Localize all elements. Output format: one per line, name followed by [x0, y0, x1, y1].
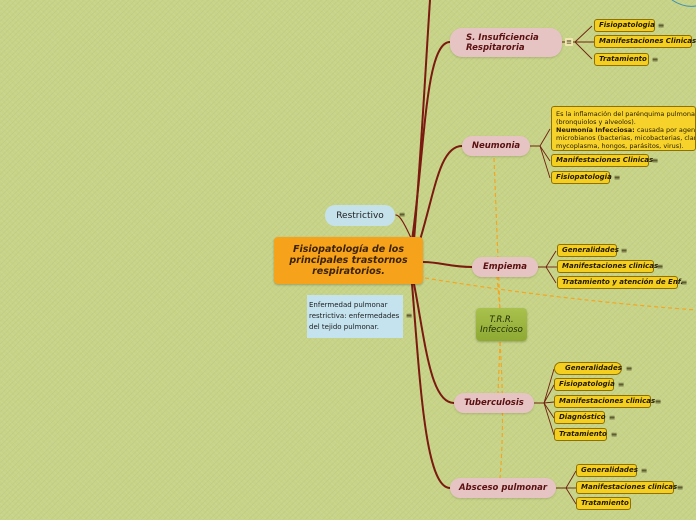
leaf-tuberculosis-diagnostico[interactable]: Diagnóstico [554, 411, 606, 424]
notes-icon[interactable]: ≡ [565, 38, 573, 46]
neumonia-note: Es la inflamación del parénquima pulmona… [551, 106, 696, 151]
notes-icon[interactable]: ≡ [625, 364, 633, 373]
notes-icon[interactable]: ≡ [613, 173, 621, 182]
leaf-insuficiencia-fisiopatologia[interactable]: Fisiopatologia [594, 19, 655, 32]
topic-infeccioso[interactable]: T.R.R. Infeccioso [476, 308, 527, 341]
notes-icon[interactable]: ≡ [610, 430, 618, 439]
dashed-link-empiema [496, 275, 501, 311]
leaf-absceso-generalidades[interactable]: Generalidades [576, 464, 638, 477]
branch-tuberculosis [413, 283, 455, 404]
topic-insuficiencia[interactable]: S. Insuficiencia Respitaroria [450, 28, 562, 57]
leaf-tuberculosis-tratamiento[interactable]: Tratamiento [554, 428, 607, 441]
leaf-label: Fisiopatologia [556, 173, 612, 181]
notes-icon[interactable]: ≡ [608, 413, 616, 422]
leaf-label: Generalidades [562, 246, 619, 254]
note-bold: Neumonía Infecciosa: [556, 126, 635, 134]
dashed-link-neumonia [493, 157, 501, 311]
note-line: (bronquiolos y alveolos). [556, 118, 636, 126]
note-line: Neumonía Infecciosa: causada por agen [556, 126, 695, 134]
branch-absceso [411, 283, 451, 489]
leaf-tuberculosis-generalidades[interactable]: Generalidades [554, 362, 622, 375]
dashed-link-central [424, 277, 696, 311]
topic-insuficiencia-label: S. Insuficiencia Respitaroria [466, 32, 539, 53]
leaf-insuficiencia-manifestaciones[interactable]: Manifestaciones Clinicas [594, 35, 696, 48]
leaf-label: Fisiopatologia [559, 380, 615, 388]
leaf-label: Manifestaciones clinicas [559, 397, 656, 405]
topic-restrictivo-label: Restrictivo [336, 210, 384, 221]
leaf-neumonia-fisiopatologia[interactable]: Fisiopatologia [551, 171, 612, 184]
offscreen-arc [671, 0, 696, 7]
leaf-label: Tratamiento [581, 499, 629, 507]
topic-empiema-label: Empiema [482, 262, 528, 272]
leaf-absceso-manifestaciones[interactable]: Manifestaciones clinicas [576, 481, 678, 494]
notes-icon[interactable]: ≡ [651, 156, 659, 165]
topic-tuberculosis[interactable]: Tuberculosis [454, 393, 534, 413]
notes-icon[interactable]: ≡ [620, 246, 628, 255]
branch-restrictivo [395, 214, 413, 241]
topic-tuberculosis-label: Tuberculosis [464, 398, 524, 408]
leaf-label: Manifestaciones Clinicas [599, 37, 696, 45]
central-topic-label: Fisiopatología de los principales trasto… [289, 244, 408, 277]
leaf-label: Generalidades [565, 364, 622, 372]
restrictivo-note: Enfermedad pulmonar restrictiva: enferme… [307, 295, 403, 338]
topic-neumonia-label: Neumonia [471, 141, 521, 151]
notes-icon[interactable]: ≡ [398, 210, 406, 219]
leaf-label: Diagnóstico [559, 413, 606, 421]
leaf-label: Manifestaciones clinicas [562, 262, 659, 270]
topic-empiema[interactable]: Empiema [472, 257, 538, 277]
topic-infeccioso-label: T.R.R. Infeccioso [480, 314, 523, 335]
topic-neumonia[interactable]: Neumonia [462, 136, 530, 156]
leaf-label: Tratamiento [599, 55, 647, 63]
leaf-insuficiencia-tratamiento[interactable]: Tratamiento [594, 53, 649, 66]
note-line: Es la inflamación del parénquima pulmona… [556, 110, 696, 118]
leaf-label: Manifestaciones clinicas [581, 483, 678, 491]
notes-icon[interactable]: ≡ [680, 278, 688, 287]
branch-empiema [422, 261, 473, 268]
leaf-label: Manifestaciones Clinicas [556, 156, 654, 164]
dashed-link-tuberculosis [497, 341, 501, 394]
note-line: mycoplasma, hongos, parásitos, virus). [556, 142, 684, 150]
leaf-neumonia-manifestaciones[interactable]: Manifestaciones Clinicas [551, 154, 653, 167]
leaf-tuberculosis-fisiopatologia[interactable]: Fisiopatologia [554, 378, 615, 391]
leaf-empiema-manifestaciones[interactable]: Manifestaciones clinicas [557, 260, 658, 273]
notes-icon[interactable]: ≡ [657, 21, 665, 30]
dashed-link-absceso [499, 341, 504, 479]
restrictivo-note-text: Enfermedad pulmonar restrictiva: enferme… [309, 301, 400, 331]
leaf-empiema-generalidades[interactable]: Generalidades [557, 244, 619, 257]
leaf-empiema-tratamiento[interactable]: Tratamiento y atención de Enf. [557, 276, 683, 289]
leaf-label: Tratamiento [559, 430, 607, 438]
notes-icon[interactable]: ≡ [405, 311, 413, 320]
note-line: microbianos (bacterias, micobacterias, c… [556, 134, 696, 142]
note-text: causada por agen [634, 126, 696, 134]
notes-icon[interactable]: ≡ [640, 466, 648, 475]
leaf-absceso-tratamiento[interactable]: Tratamiento [576, 497, 631, 510]
notes-icon[interactable]: ≡ [656, 262, 664, 271]
notes-icon[interactable]: ≡ [617, 380, 625, 389]
branch-insuficiencia [411, 41, 451, 241]
leaf-label: Tratamiento y atención de Enf. [562, 278, 684, 286]
branch-neumonia [419, 145, 463, 241]
notes-icon[interactable]: ≡ [651, 55, 659, 64]
topic-restrictivo[interactable]: Restrictivo [325, 205, 395, 226]
notes-icon[interactable]: ≡ [676, 483, 684, 492]
central-topic[interactable]: Fisiopatología de los principales trasto… [274, 237, 423, 284]
notes-icon[interactable]: ≡ [654, 397, 662, 406]
leaf-label: Generalidades [581, 466, 638, 474]
leaf-label: Fisiopatologia [599, 21, 655, 29]
topic-absceso[interactable]: Absceso pulmonar [450, 478, 556, 498]
topic-absceso-label: Absceso pulmonar [458, 483, 548, 493]
leaf-tuberculosis-manifestaciones[interactable]: Manifestaciones clinicas [554, 395, 655, 408]
